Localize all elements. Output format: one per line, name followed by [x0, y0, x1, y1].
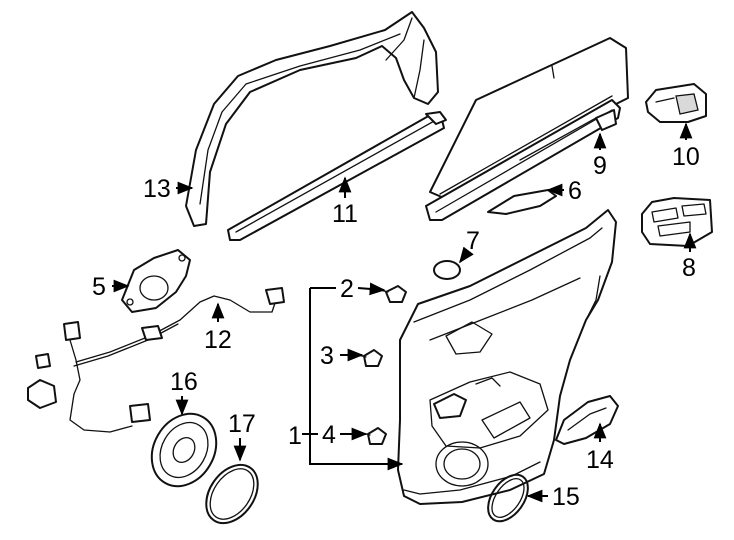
part-1-door-trim-panel[interactable] — [397, 209, 617, 505]
part-8-window-switch[interactable] — [641, 197, 713, 247]
callout-9: 9 — [593, 152, 607, 180]
callout-11: 11 — [332, 200, 358, 228]
part-14-handle-bezel[interactable] — [555, 395, 619, 445]
callout-13: 13 — [143, 175, 171, 203]
part-16-speaker[interactable] — [139, 402, 229, 498]
callout-7: 7 — [466, 227, 480, 255]
callout-6: 6 — [568, 177, 582, 205]
callout-12: 12 — [204, 326, 232, 354]
callout-17: 17 — [228, 410, 256, 438]
callout-4: 4 — [322, 421, 336, 449]
part-6-trim-insert[interactable] — [487, 189, 557, 215]
callout-1: 1 — [288, 422, 302, 450]
part-5-speaker-bracket[interactable] — [121, 249, 191, 313]
callout-3: 3 — [320, 342, 334, 370]
part-3-clip[interactable] — [357, 349, 383, 367]
part-11-belt-weatherstrip[interactable] — [227, 111, 447, 241]
part-9-window-glass[interactable] — [425, 37, 629, 221]
part-2-clip[interactable] — [379, 285, 407, 303]
callout-2: 2 — [340, 275, 354, 303]
part-17-seal-ring[interactable] — [196, 455, 269, 533]
callout-10: 10 — [672, 143, 700, 171]
leader-lines — [112, 122, 697, 503]
part-15-seal-ring[interactable] — [480, 468, 536, 529]
part-10-switch-bezel[interactable] — [645, 83, 707, 123]
callout-14: 14 — [586, 446, 614, 474]
part-4-clip[interactable] — [361, 427, 387, 445]
callout-5: 5 — [92, 273, 106, 301]
part-7-plug[interactable] — [433, 260, 461, 280]
callout-16: 16 — [170, 368, 198, 396]
callout-8: 8 — [682, 254, 696, 282]
part-13-window-sash[interactable] — [185, 11, 439, 227]
callout-15: 15 — [552, 483, 580, 511]
part-12-wire-harness[interactable] — [27, 287, 285, 433]
